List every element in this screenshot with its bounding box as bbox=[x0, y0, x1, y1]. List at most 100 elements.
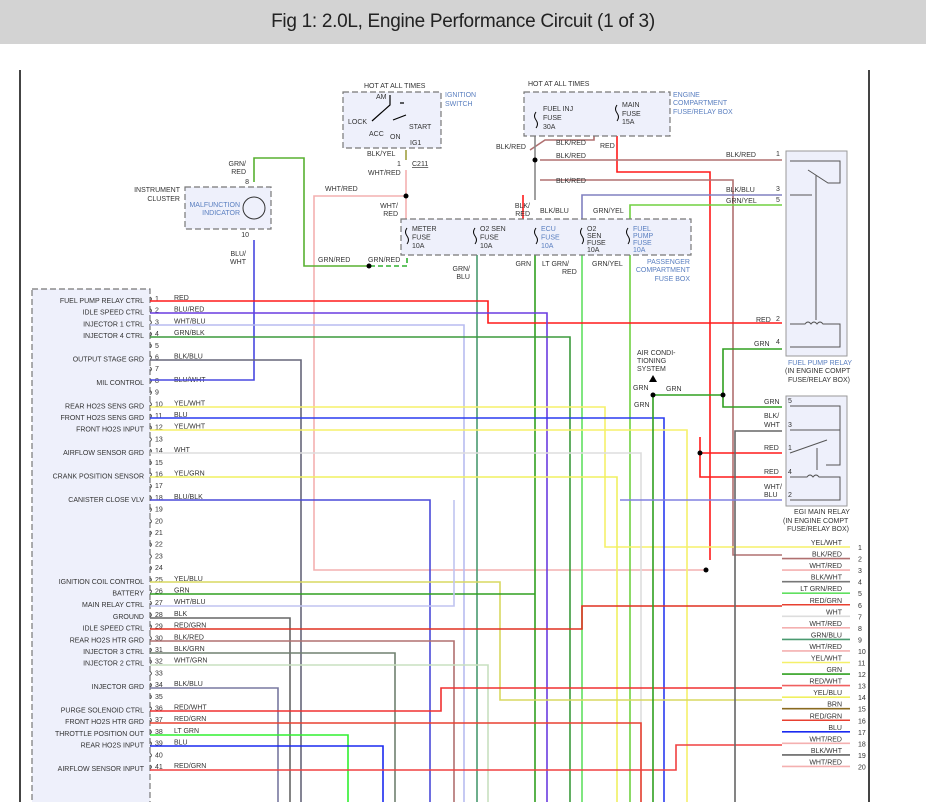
egi-relay-name: (IN ENGINE COMPT bbox=[783, 518, 849, 525]
mil-component: MALFUNCTION bbox=[189, 202, 240, 209]
engine-hot-label: HOT AT ALL TIMES bbox=[528, 81, 590, 88]
passenger-fuse-label: 10A bbox=[412, 243, 425, 250]
wire-pin3 bbox=[150, 324, 465, 802]
relay-wire: WHT/ bbox=[764, 484, 782, 491]
connector-terminal-icon bbox=[149, 553, 152, 559]
splice-dot bbox=[403, 193, 409, 199]
right-connector-wire-color: WHT/RED bbox=[809, 759, 842, 766]
relay-wire: BLK/BLU bbox=[726, 187, 755, 194]
egi-relay-coil-icon bbox=[790, 474, 841, 501]
passenger-fuse-box bbox=[400, 218, 692, 256]
ecu-pin-label: CRANK POSITION SENSOR bbox=[53, 474, 144, 481]
ecu-pin-label: MAIN RELAY CTRL bbox=[82, 602, 144, 609]
mil-wire-top: RED bbox=[231, 169, 246, 176]
wire-label: GRN/YEL bbox=[593, 208, 624, 215]
wire-pin11 bbox=[150, 417, 665, 802]
egi-relay-name: FUSE/RELAY BOX) bbox=[787, 526, 849, 533]
connector-terminal-icon bbox=[149, 542, 152, 548]
ecu-pin-number: 39 bbox=[155, 741, 163, 748]
fuse-icon bbox=[626, 227, 630, 245]
main-fuse: MAIN bbox=[622, 102, 640, 109]
ecu-pin-label: REAR HO2S SENS GRD bbox=[65, 403, 144, 410]
ecu-wire-color: GRN/BLK bbox=[174, 330, 205, 337]
ecu-pin-number: 33 bbox=[155, 670, 163, 677]
right-connector-pin: 17 bbox=[858, 730, 866, 737]
wire-pin36 bbox=[150, 687, 782, 712]
ign-pos-lock: LOCK bbox=[348, 119, 367, 126]
ecu-pin-label: MIL CONTROL bbox=[96, 380, 144, 387]
ecu-pin-number: 5 bbox=[155, 343, 159, 350]
ecu-wire-color: WHT/BLU bbox=[174, 318, 206, 325]
right-connector-wire-color: WHT/RED bbox=[809, 621, 842, 628]
wire-blu-wht-mil bbox=[150, 240, 255, 381]
right-connector-pin: 12 bbox=[858, 672, 866, 679]
relay-wire: GRN bbox=[764, 399, 780, 406]
ign-pos-am: AM bbox=[376, 94, 387, 101]
wire-pin25 bbox=[150, 581, 782, 701]
ign-wire-blk-yel: BLK/YEL bbox=[367, 151, 396, 158]
ecu-pin-number: 29 bbox=[155, 624, 163, 631]
ecu-wire-color: GRN bbox=[174, 588, 190, 595]
ecu-wire-color: BLK/GRN bbox=[174, 646, 205, 653]
mil-lamp-icon bbox=[242, 196, 266, 220]
ecu-pin-number: 7 bbox=[155, 366, 159, 373]
passenger-fuse-label: FUSE bbox=[480, 235, 499, 242]
relay-wire: BLK/RED bbox=[726, 152, 756, 159]
right-connector-pin: 16 bbox=[858, 718, 866, 725]
fuel-inj-fuse: 30A bbox=[543, 124, 556, 131]
right-connector-wire-color: GRN bbox=[826, 667, 842, 674]
right-connector-wire-color: WHT/RED bbox=[809, 736, 842, 743]
passenger-fuse-label: FUSE bbox=[412, 235, 431, 242]
fuel-pump-relay-name: FUEL PUMP RELAY bbox=[788, 360, 852, 367]
wire-label: BLK/RED bbox=[556, 178, 586, 185]
ecu-pin-label: INJECTOR GRD bbox=[92, 684, 144, 691]
relay-pin: 5 bbox=[788, 398, 792, 405]
ecu-wire-color: RED/WHT bbox=[174, 705, 207, 712]
wire-label: RED bbox=[515, 211, 530, 218]
connector-terminal-icon bbox=[149, 355, 152, 360]
wire-grn-egi5 bbox=[722, 395, 782, 408]
passenger-fuse-label: PUMP bbox=[633, 233, 654, 240]
right-connector-pin: 6 bbox=[858, 603, 862, 610]
ecu-pin-label: IDLE SPEED CTRL bbox=[83, 626, 145, 633]
ecu-pin-number: 24 bbox=[155, 565, 163, 572]
ecu-pin-label: FRONT HO2S SENS GRD bbox=[61, 415, 145, 422]
right-connector-wire-color: RED/GRN bbox=[810, 713, 842, 720]
ecu-pin-number: 38 bbox=[155, 729, 163, 736]
wire-pin6 bbox=[150, 359, 302, 802]
ecu-pin-label: INJECTOR 2 CTRL bbox=[83, 661, 144, 668]
relay-pin: 1 bbox=[776, 151, 780, 158]
connector-terminal-icon bbox=[149, 472, 152, 477]
wire-blk-red-2 bbox=[540, 179, 782, 556]
connector-terminal-icon bbox=[149, 600, 152, 606]
wire-egi-red4 bbox=[699, 437, 782, 478]
ecu-pin-label: REAR HO2S INPUT bbox=[81, 743, 145, 750]
right-connector-wire-color: YEL/WHT bbox=[811, 656, 843, 663]
ecu-pin-number: 8 bbox=[155, 378, 159, 385]
connector-terminal-icon bbox=[149, 460, 152, 466]
ignition-switch-name: SWITCH bbox=[445, 101, 473, 108]
connector-terminal-icon bbox=[149, 366, 152, 372]
relay-wire: BLK/ bbox=[764, 413, 779, 420]
ecu-wire-color: RED bbox=[174, 295, 189, 302]
wire-label: GRN bbox=[633, 385, 649, 392]
right-connector-wire-color: BLK/RED bbox=[812, 552, 842, 559]
instrument-cluster-name: CLUSTER bbox=[147, 196, 180, 203]
ecu-pin-number: 41 bbox=[155, 764, 163, 771]
ecu-pin-number: 15 bbox=[155, 460, 163, 467]
passenger-fuse-label: O2 SEN bbox=[480, 226, 506, 233]
ac-arrow-icon bbox=[649, 375, 657, 382]
wire-pin32 bbox=[150, 664, 489, 802]
connector-terminal-icon bbox=[149, 635, 152, 641]
wire-pin12 bbox=[150, 429, 688, 802]
passenger-fuse-label: 10A bbox=[587, 247, 600, 254]
connector-terminal-icon bbox=[149, 717, 152, 723]
wire-grn-yel-relay bbox=[629, 204, 782, 222]
ign-pos-on: ON bbox=[390, 134, 401, 141]
connector-terminal-icon bbox=[149, 530, 152, 536]
right-connector-pin: 7 bbox=[858, 614, 862, 621]
right-connector-wire-color: YEL/WHT bbox=[811, 540, 843, 547]
ecu-pin-number: 10 bbox=[155, 401, 163, 408]
ecu-pin-number: 2 bbox=[155, 308, 159, 315]
connector-terminal-icon bbox=[149, 752, 152, 758]
